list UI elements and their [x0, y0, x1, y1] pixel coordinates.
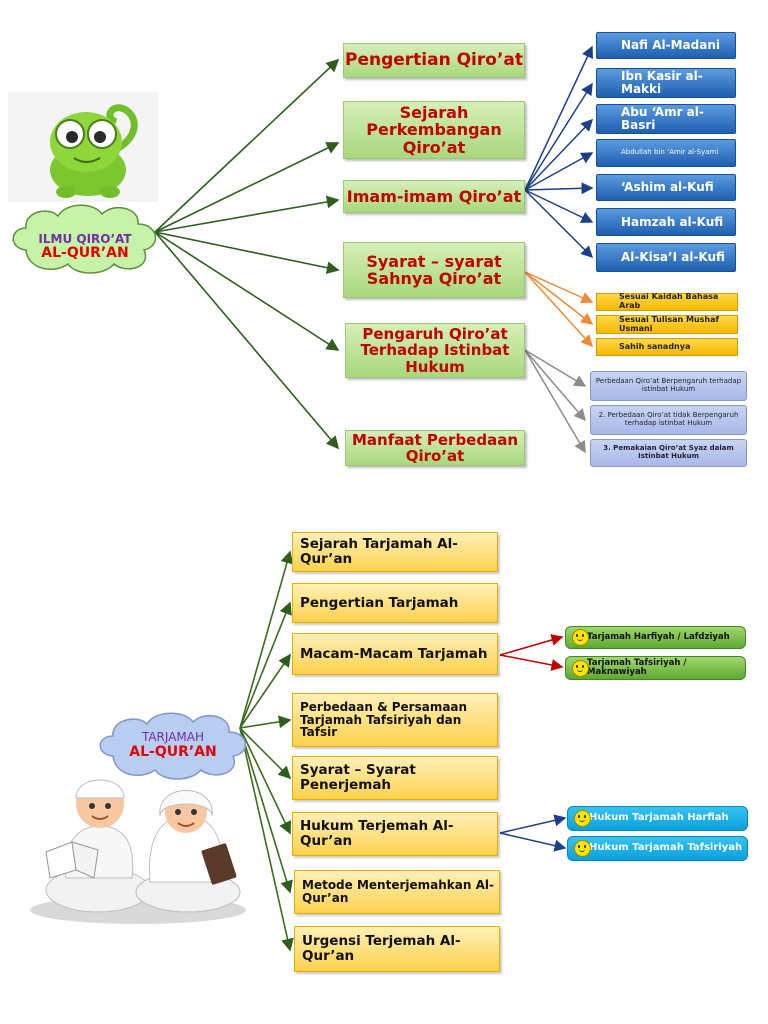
- hukum-label: Hukum Tarjamah Harfiah: [589, 812, 729, 824]
- imam-label: Hamzah al-Kufi: [621, 214, 724, 229]
- root-label-line1: ILMU QIRO’AT: [38, 232, 132, 246]
- branch-label: Imam-imam Qiro’at: [346, 186, 522, 206]
- branch-label: Metode Menterjemahkan Al-Qur’an: [302, 878, 494, 905]
- pengaruh-label: 2. Perbedaan Qiro’at tidak Berpengaruh t…: [598, 411, 739, 427]
- imam-al-kisai[interactable]: Al-Kisa’I al-Kufi: [596, 243, 736, 272]
- imam-label: Al-Kisa’I al-Kufi: [621, 250, 725, 265]
- branch-macam-tarjamah[interactable]: Macam-Macam Tarjamah: [292, 633, 498, 675]
- pengaruh-berpengaruh[interactable]: Perbedaan Qiro’at Berpengaruh terhadap i…: [590, 371, 747, 401]
- branch-pengertian-qiroat[interactable]: Pengertian Qiro’at: [343, 43, 525, 78]
- branch-label: Pengaruh Qiro’at Terhadap Istinbat Hukum: [360, 325, 510, 376]
- root-label-line2: AL-QUR’AN: [129, 744, 217, 760]
- imam-abu-amr[interactable]: Abu ‘Amr al-Basri: [596, 104, 736, 134]
- syarat-sahih-sanad[interactable]: Sahih sanadnya: [596, 338, 738, 356]
- branch-label: Pengertian Qiro’at: [344, 50, 524, 71]
- root-label-line1: TARJAMAH: [141, 730, 205, 744]
- macam-label: Tarjamah Harfiyah / Lafdziyah: [587, 631, 730, 642]
- branch-label: Syarat – Syarat Penerjemah: [300, 762, 416, 793]
- branch-syarat-penerjemah[interactable]: Syarat – Syarat Penerjemah: [292, 756, 498, 800]
- root-node-tarjamah[interactable]: TARJAMAH AL-QUR’AN: [93, 708, 253, 780]
- branch-label: Macam-Macam Tarjamah: [300, 645, 488, 662]
- hukum-label: Hukum Tarjamah Tafsiriyah: [589, 842, 743, 854]
- branch-manfaat-perbedaan[interactable]: Manfaat Perbedaan Qiro’at: [345, 430, 525, 466]
- branch-pengertian-tarjamah[interactable]: Pengertian Tarjamah: [292, 583, 498, 623]
- root-node-ilmu-qiroat[interactable]: ILMU QIRO’AT AL-QUR’AN: [6, 198, 164, 276]
- pengaruh-qiroat-syaz[interactable]: 3. Pemakaian Qiro’at Syaz dalam Istinbat…: [590, 439, 747, 467]
- imam-label: Abdullah bin ‘Amir al-Syami: [621, 148, 719, 157]
- macam-label: Tarjamah Tafsiriyah / Maknawiyah: [587, 657, 687, 677]
- smiley-icon: [572, 629, 589, 646]
- branch-sejarah-perkembangan[interactable]: Sejarah Perkembangan Qiro’at: [343, 101, 525, 159]
- cloud-shape: [12, 204, 157, 274]
- branch-label: Syarat – syarat Sahnya Qiro’at: [366, 251, 502, 288]
- syarat-tulisan-mushaf[interactable]: Sesuai Tulisan Mushaf Usmani: [596, 315, 738, 334]
- syarat-label: Sesuai Kaidah Bahasa Arab: [619, 292, 719, 310]
- macam-tarjamah-tafsiriyah[interactable]: Tarjamah Tafsiriyah / Maknawiyah: [565, 656, 746, 680]
- branch-label: Urgensi Terjemah Al-Qur’an: [302, 933, 461, 964]
- imam-label: Ibn Kasir al-Makki: [621, 69, 703, 96]
- syarat-kaidah-bahasa[interactable]: Sesuai Kaidah Bahasa Arab: [596, 292, 738, 311]
- branch-label: Perbedaan & Persamaan Tarjamah Tafsiriya…: [300, 699, 468, 740]
- branch-label: Sejarah Perkembangan Qiro’at: [366, 103, 502, 157]
- imam-nafi[interactable]: Nafi Al-Madani: [596, 32, 736, 59]
- lizard-mascot-illustration: [8, 92, 158, 202]
- imam-label: Abu ‘Amr al-Basri: [621, 105, 704, 132]
- macam-tarjamah-harfiyah[interactable]: Tarjamah Harfiyah / Lafdziyah: [565, 626, 746, 649]
- pengaruh-tidak-berpengaruh[interactable]: 2. Perbedaan Qiro’at tidak Berpengaruh t…: [590, 405, 747, 435]
- branch-sejarah-tarjamah[interactable]: Sejarah Tarjamah Al-Qur’an: [292, 532, 498, 572]
- smiley-icon: [574, 840, 591, 857]
- branch-label: Hukum Terjemah Al-Qur’an: [300, 818, 454, 849]
- imam-label: Nafi Al-Madani: [621, 38, 720, 53]
- branch-urgensi-terjemah[interactable]: Urgensi Terjemah Al-Qur’an: [294, 926, 500, 972]
- pengaruh-label: Perbedaan Qiro’at Berpengaruh terhadap i…: [595, 377, 742, 393]
- branch-imam-imam-qiroat[interactable]: Imam-imam Qiro’at: [343, 180, 525, 213]
- branch-metode-menterjemahkan[interactable]: Metode Menterjemahkan Al-Qur’an: [294, 870, 500, 914]
- syarat-label: Sahih sanadnya: [619, 341, 691, 351]
- branch-label: Manfaat Perbedaan Qiro’at: [351, 430, 519, 465]
- root-label-line2: AL-QUR’AN: [41, 245, 129, 261]
- smiley-icon: [572, 659, 589, 677]
- imam-ibn-kasir[interactable]: Ibn Kasir al-Makki: [596, 68, 736, 98]
- children-reading-illustration: [28, 760, 248, 925]
- pengaruh-label: 3. Pemakaian Qiro’at Syaz dalam Istinbat…: [603, 444, 734, 460]
- branch-label: Pengertian Tarjamah: [300, 594, 459, 611]
- imam-hamzah[interactable]: Hamzah al-Kufi: [596, 208, 736, 236]
- syarat-label: Sesuai Tulisan Mushaf Usmani: [619, 314, 719, 333]
- branch-syarat-sahnya[interactable]: Syarat – syarat Sahnya Qiro’at: [343, 242, 525, 298]
- cloud-shape: [99, 712, 246, 780]
- imam-abdullah-bin-amir[interactable]: Abdullah bin ‘Amir al-Syami: [596, 139, 736, 167]
- hukum-tarjamah-tafsiriyah[interactable]: Hukum Tarjamah Tafsiriyah: [567, 836, 748, 861]
- hukum-tarjamah-harfiah[interactable]: Hukum Tarjamah Harfiah: [567, 806, 748, 831]
- branch-hukum-terjemah[interactable]: Hukum Terjemah Al-Qur’an: [292, 812, 498, 856]
- imam-label: ‘Ashim al-Kufi: [621, 180, 714, 195]
- imam-ashim[interactable]: ‘Ashim al-Kufi: [596, 174, 736, 201]
- branch-perbedaan-persamaan[interactable]: Perbedaan & Persamaan Tarjamah Tafsiriya…: [292, 693, 498, 747]
- branch-pengaruh-qiroat[interactable]: Pengaruh Qiro’at Terhadap Istinbat Hukum: [345, 323, 525, 378]
- smiley-icon: [574, 810, 591, 827]
- branch-label: Sejarah Tarjamah Al-Qur’an: [300, 536, 458, 567]
